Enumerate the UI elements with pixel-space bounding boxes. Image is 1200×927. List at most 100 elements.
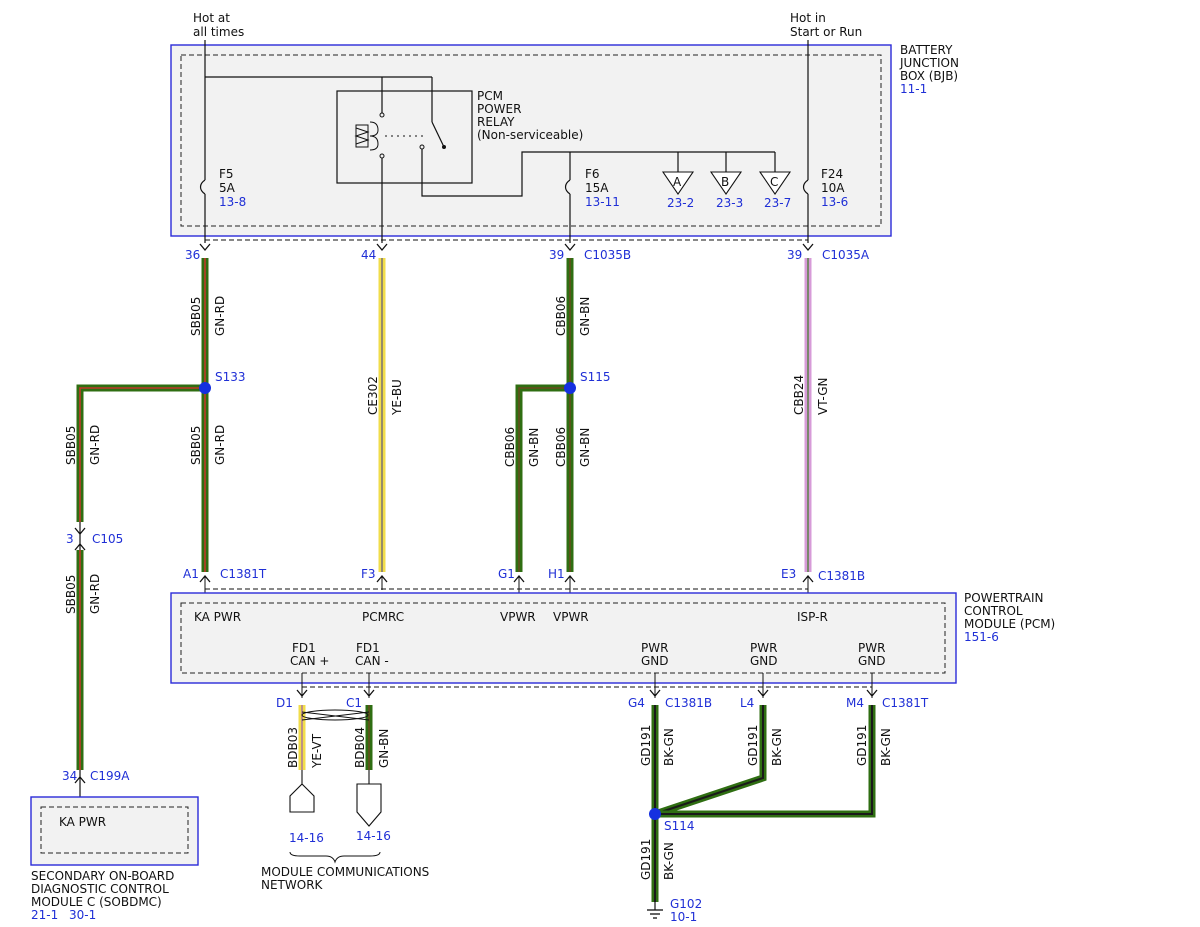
pcm-pin-l4: L4 xyxy=(740,696,754,710)
bjb-connector-c1035b[interactable]: C1035B xyxy=(584,248,631,262)
ground-name: G102 xyxy=(670,897,702,911)
pcm-pin-f3: F3 xyxy=(361,567,376,581)
offpage-a[interactable]: A 23-2 xyxy=(661,152,694,210)
ground-icon[interactable] xyxy=(647,902,663,919)
wire-gd191-ground[interactable] xyxy=(651,705,876,902)
splice-s115[interactable] xyxy=(564,382,576,394)
wire-sbb05-branch[interactable] xyxy=(76,384,205,770)
label-g4-circuit: GD191 xyxy=(639,725,653,766)
pcm-box[interactable] xyxy=(170,592,957,684)
label-gnd-bottom-circuit: GD191 xyxy=(639,839,653,880)
wire-labels: SBB05 GN-RD SBB05 GN-RD SBB05 GN-RD SBB0… xyxy=(64,296,830,614)
label-w1-top-circuit: SBB05 xyxy=(189,297,203,336)
hot-start-run-line1: Hot in xyxy=(790,11,826,25)
label-w1-mid-color: GN-RD xyxy=(213,425,227,465)
relay-name-line1: PCM xyxy=(477,89,503,103)
offpage-a-ref[interactable]: 23-2 xyxy=(667,196,694,210)
offpage-a-letter: A xyxy=(673,175,682,189)
pcm-circuit-gnd-2: GND xyxy=(750,654,778,668)
network-label-line2: NETWORK xyxy=(261,878,324,892)
network-brace xyxy=(289,851,381,864)
pcm-circuit-pwr-2: PWR xyxy=(750,641,777,655)
pcm-connector-c1381b-bottom[interactable]: C1381B xyxy=(665,696,712,710)
pcm-circuit-gnd-1: GND xyxy=(641,654,669,668)
bjb-pin-44-chevron xyxy=(376,243,388,251)
pcm-connector-c1381t-top[interactable]: C1381T xyxy=(220,567,267,581)
label-left-top-circuit: SBB05 xyxy=(64,426,78,465)
relay-name-line4: (Non-serviceable) xyxy=(477,128,583,142)
sobdmc-box[interactable] xyxy=(30,796,199,866)
relay-name-line3: RELAY xyxy=(477,115,515,129)
pcm-connector-c1381b-top[interactable]: C1381B xyxy=(818,569,865,583)
pcm-circuit-can-minus: CAN - xyxy=(355,654,389,668)
pcm-pin-g4: G4 xyxy=(628,696,645,710)
pcm-connector-c1381t-bottom[interactable]: C1381T xyxy=(882,696,929,710)
fuse-f24-id: F24 xyxy=(821,167,843,181)
ground-ref[interactable]: 10-1 xyxy=(670,910,697,924)
pcm-circuit-vpwr-1: VPWR xyxy=(500,610,536,624)
can-h-offpage-icon[interactable] xyxy=(289,770,315,813)
wire-cbb06[interactable] xyxy=(515,258,574,572)
sobdmc-name-line3: MODULE C (SOBDMC) xyxy=(31,895,162,909)
fuse-f6-ref[interactable]: 13-11 xyxy=(585,195,620,209)
fuse-f24-icon xyxy=(802,179,809,195)
fuse-f24-ref[interactable]: 13-6 xyxy=(821,195,848,209)
offpage-c[interactable]: C 23-7 xyxy=(758,152,791,210)
hot-at-all-times-line2: all times xyxy=(193,25,244,39)
sobdmc-ref-1[interactable]: 21-1 xyxy=(31,908,58,922)
fuse-f5-icon xyxy=(199,179,206,195)
pcm-pin-c1: C1 xyxy=(346,696,362,710)
connector-c105[interactable] xyxy=(74,522,86,551)
pcm-circuit-pwr-1: PWR xyxy=(641,641,668,655)
pcm-name-line2: CONTROL xyxy=(964,604,1023,618)
can-h-ref[interactable]: 14-16 xyxy=(289,831,324,845)
splice-s115-label: S115 xyxy=(580,370,611,384)
can-l-offpage-icon[interactable] xyxy=(356,770,382,827)
label-bdb03-circuit: BDB03 xyxy=(286,727,300,768)
pcm-circuit-fd1-b: FD1 xyxy=(356,641,380,655)
c105-connector[interactable]: C105 xyxy=(92,532,123,546)
pcm-inner-dash xyxy=(180,602,946,674)
offpage-b-ref[interactable]: 23-3 xyxy=(716,196,743,210)
label-left-bot-circuit: SBB05 xyxy=(64,575,78,614)
pcm-circuit-vpwr-2: VPWR xyxy=(553,610,589,624)
label-cbb06-right-circuit: CBB06 xyxy=(554,427,568,467)
fuse-f6-id: F6 xyxy=(585,167,600,181)
pcm-circuit-pwr-3: PWR xyxy=(858,641,885,655)
bjb-name-line1: BATTERY xyxy=(900,43,953,57)
pcm-pin-g1: G1 xyxy=(498,567,515,581)
bjb-pin-39a: 39 xyxy=(787,248,802,262)
offpage-c-ref[interactable]: 23-7 xyxy=(764,196,791,210)
bjb-name-line3: BOX (BJB) xyxy=(900,69,958,83)
label-bdb04-circuit: BDB04 xyxy=(353,727,367,768)
fuse-f5-ref[interactable]: 13-8 xyxy=(219,195,246,209)
offpage-c-letter: C xyxy=(770,175,778,189)
pcm-power-relay[interactable] xyxy=(336,90,473,184)
sobdmc-name-line1: SECONDARY ON-BOARD xyxy=(31,869,174,883)
hot-at-all-times-line1: Hot at xyxy=(193,11,230,25)
can-l-ref[interactable]: 14-16 xyxy=(356,829,391,843)
pcm-name-line1: POWERTRAIN xyxy=(964,591,1044,605)
bjb-ref-link[interactable]: 11-1 xyxy=(900,82,927,96)
offpage-b[interactable]: B 23-3 xyxy=(709,152,743,210)
relay-switch-icon xyxy=(431,121,445,148)
label-cbb06-right-color: GN-BN xyxy=(578,428,592,467)
bjb-pin-39b-chevron xyxy=(564,243,576,251)
bjb-pin-39b: 39 xyxy=(549,248,564,262)
hot-start-run-line2: Start or Run xyxy=(790,25,862,39)
sobdmc-connector[interactable]: C199A xyxy=(90,769,130,783)
pcm-ref-link[interactable]: 151-6 xyxy=(964,630,999,644)
label-w1-top-color: GN-RD xyxy=(213,296,227,336)
bjb-connector-c1035a[interactable]: C1035A xyxy=(822,248,870,262)
fuse-f6-icon xyxy=(564,179,571,195)
label-cbb06-top-color: GN-BN xyxy=(578,297,592,336)
pcm-name-line3: MODULE (PCM) xyxy=(964,617,1055,631)
sobdmc-ref-2[interactable]: 30-1 xyxy=(69,908,96,922)
bjb-pin-36-chevron xyxy=(199,243,211,251)
sobdmc-inner-dash xyxy=(40,806,189,854)
splice-s114[interactable] xyxy=(649,808,661,820)
bjb-pin-44: 44 xyxy=(361,248,376,262)
pcm-circuit-can-plus: CAN + xyxy=(290,654,329,668)
splice-s133[interactable] xyxy=(199,382,211,394)
twisted-pair-icon xyxy=(301,709,370,721)
